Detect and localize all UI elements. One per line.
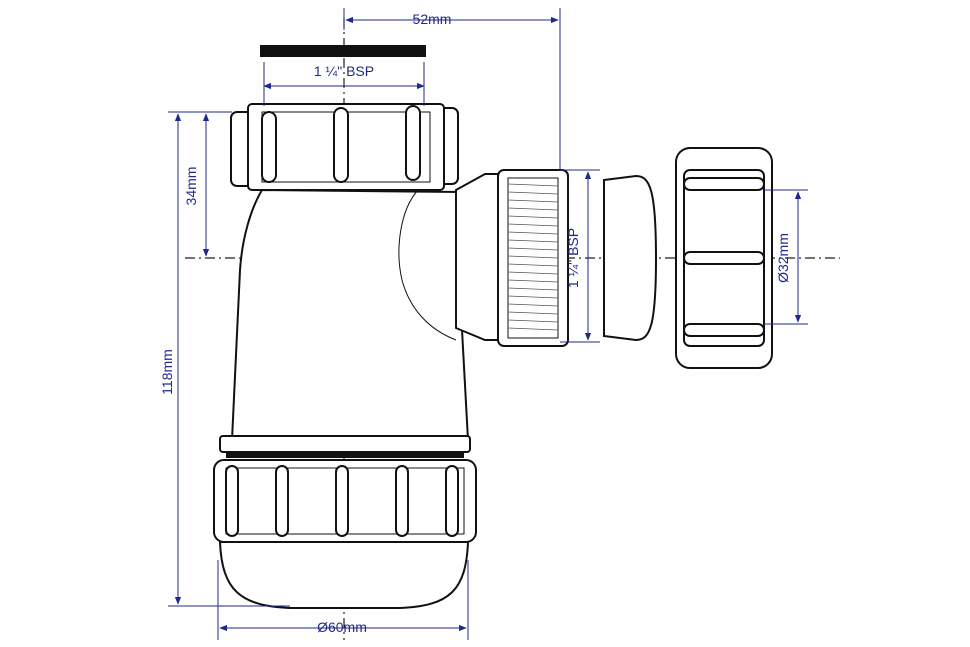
thread-line bbox=[507, 191, 559, 195]
thread-line bbox=[507, 231, 559, 235]
thread-line bbox=[507, 279, 559, 283]
thread-line bbox=[507, 263, 559, 267]
side-outlet-bulge bbox=[398, 189, 457, 341]
thread-line bbox=[507, 311, 559, 315]
thread-line bbox=[507, 319, 559, 323]
thread-line bbox=[507, 239, 559, 243]
bottom-cup bbox=[213, 459, 477, 609]
thread-line bbox=[507, 183, 559, 187]
dim-118mm-label: 118mm bbox=[159, 349, 175, 395]
cone-washer bbox=[603, 174, 658, 342]
top-seal-bar bbox=[260, 45, 426, 57]
thread-line bbox=[507, 247, 559, 251]
side-threaded-outlet bbox=[455, 169, 569, 347]
thread-line bbox=[507, 215, 559, 219]
dim-32mm-label: Ø32mm bbox=[775, 233, 791, 283]
thread-line bbox=[507, 271, 559, 275]
thread-line bbox=[507, 287, 559, 291]
thread-line bbox=[507, 223, 559, 227]
thread-line bbox=[507, 303, 559, 307]
thread-line bbox=[507, 207, 559, 211]
dim-side-bsp-label: 1 ¼" BSP bbox=[565, 228, 581, 288]
trap-body bbox=[230, 188, 470, 441]
dim-top-bsp-label: 1 ¼" BSP bbox=[314, 63, 374, 79]
outlet-threads bbox=[507, 183, 559, 331]
dim-52mm-label: 52mm bbox=[413, 11, 452, 27]
dim-34mm-label: 34mm bbox=[183, 167, 199, 206]
dim-60mm-label: Ø60mm bbox=[317, 619, 367, 635]
thread-line bbox=[507, 295, 559, 299]
compression-nut bbox=[675, 147, 773, 369]
body-collar bbox=[219, 435, 471, 458]
thread-line bbox=[507, 327, 559, 331]
thread-line bbox=[507, 255, 559, 259]
thread-line bbox=[507, 199, 559, 203]
top-nut bbox=[230, 103, 459, 191]
